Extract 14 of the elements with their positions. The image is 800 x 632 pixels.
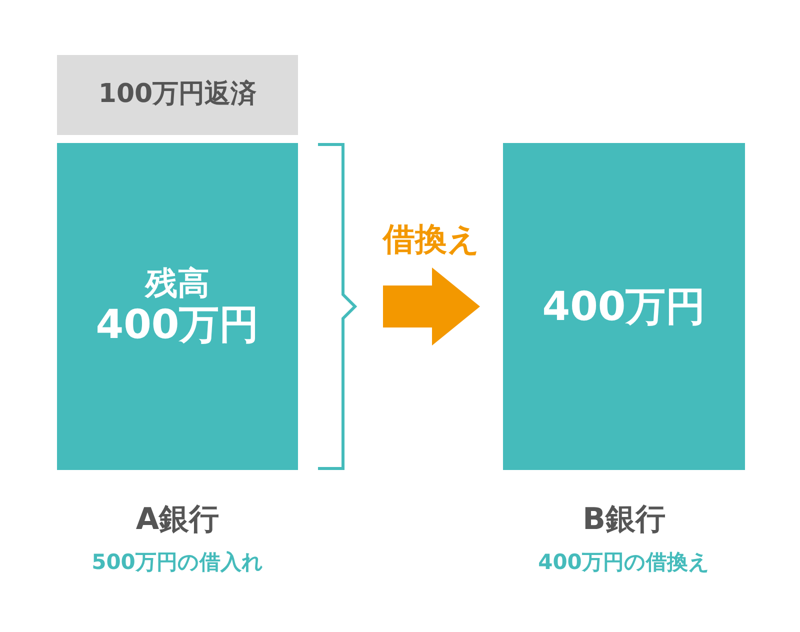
bank-name: A銀行 <box>136 500 220 538</box>
balance-box <box>57 143 298 470</box>
edge-label: 借換え <box>383 218 480 260</box>
box-label: 100万円返済 <box>98 80 257 110</box>
loan-note: 400万円の借換え <box>538 549 710 576</box>
loan-box <box>503 143 745 470</box>
bracket <box>316 143 358 470</box>
box-label: 400万円 <box>542 284 706 330</box>
block-arrow <box>383 268 480 346</box>
box-label: 400万円 <box>96 302 260 348</box>
repayment-box <box>57 55 298 135</box>
bank-name: B銀行 <box>582 500 666 538</box>
loan-note: 500万円の借入れ <box>92 549 264 576</box>
box-heading: 残高 <box>146 265 210 302</box>
